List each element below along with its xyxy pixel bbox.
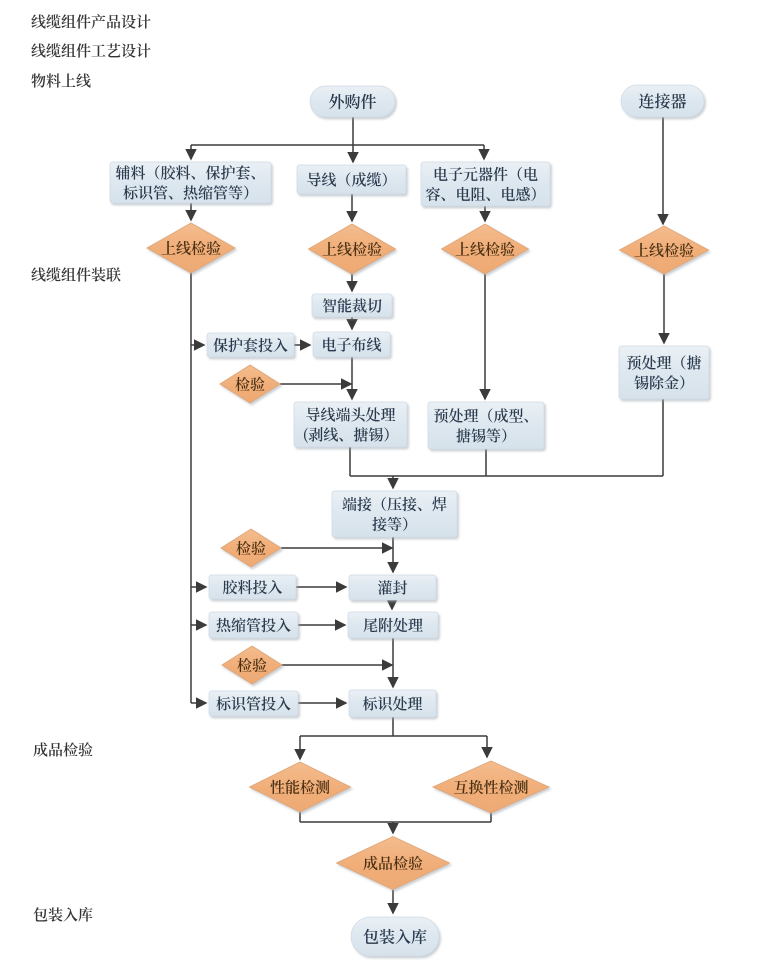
svg-text:外购件: 外购件 — [328, 89, 376, 112]
svg-text:保护套投入: 保护套投入 — [213, 334, 288, 355]
svg-text:检验: 检验 — [235, 373, 265, 394]
svg-text:锡除金）: 锡除金） — [634, 372, 694, 393]
svg-text:预处理（搪: 预处理（搪 — [626, 352, 701, 373]
svg-text:预处理（成型、: 预处理（成型、 — [433, 405, 538, 426]
svg-text:上线检验: 上线检验 — [161, 237, 221, 258]
svg-text:检验: 检验 — [237, 654, 267, 675]
svg-text:线缆组件装联: 线缆组件装联 — [31, 264, 121, 285]
svg-text:连接器: 连接器 — [638, 89, 686, 112]
svg-text:标识管、热缩管等）: 标识管、热缩管等） — [123, 182, 258, 203]
svg-text:成品检验: 成品检验 — [363, 852, 423, 873]
svg-text:上线检验: 上线检验 — [322, 238, 382, 259]
svg-text:检验: 检验 — [236, 537, 266, 558]
svg-text:标识管投入: 标识管投入 — [216, 693, 291, 714]
svg-text:电子元器件（电: 电子元器件（电 — [433, 163, 538, 184]
svg-text:热缩管投入: 热缩管投入 — [216, 614, 291, 635]
svg-text:上线检验: 上线检验 — [634, 239, 694, 260]
svg-text:线缆组件工艺设计: 线缆组件工艺设计 — [31, 40, 151, 61]
svg-text:导线端头处理: 导线端头处理 — [305, 404, 395, 425]
svg-text:灌封: 灌封 — [377, 577, 407, 598]
svg-text:(剥线、搪锡）: (剥线、搪锡） — [303, 424, 399, 445]
svg-text:成品检验: 成品检验 — [33, 739, 93, 760]
svg-text:包装入库: 包装入库 — [363, 924, 427, 947]
svg-text:容、电阻、电感）: 容、电阻、电感） — [425, 183, 545, 204]
svg-text:线缆组件产品设计: 线缆组件产品设计 — [31, 11, 151, 32]
svg-text:接等）: 接等） — [372, 513, 417, 534]
svg-text:物料上线: 物料上线 — [31, 70, 91, 91]
svg-text:电子布线: 电子布线 — [321, 334, 381, 355]
svg-text:尾附处理: 尾附处理 — [363, 614, 423, 635]
svg-text:互换性检测: 互换性检测 — [453, 776, 528, 797]
svg-text:性能检测: 性能检测 — [270, 776, 330, 797]
svg-text:辅料（胶料、保护套、: 辅料（胶料、保护套、 — [115, 162, 265, 183]
svg-text:包装入库: 包装入库 — [33, 904, 93, 925]
svg-text:导线（成缆）: 导线（成缆） — [306, 169, 396, 190]
svg-text:智能裁切: 智能裁切 — [322, 295, 382, 316]
svg-text:上线检验: 上线检验 — [455, 238, 515, 259]
svg-text:搪锡等）: 搪锡等） — [456, 425, 516, 446]
svg-text:标识处理: 标识处理 — [362, 693, 422, 714]
svg-text:端接（压接、焊: 端接（压接、焊 — [342, 493, 447, 514]
svg-text:胶料投入: 胶料投入 — [222, 576, 282, 597]
